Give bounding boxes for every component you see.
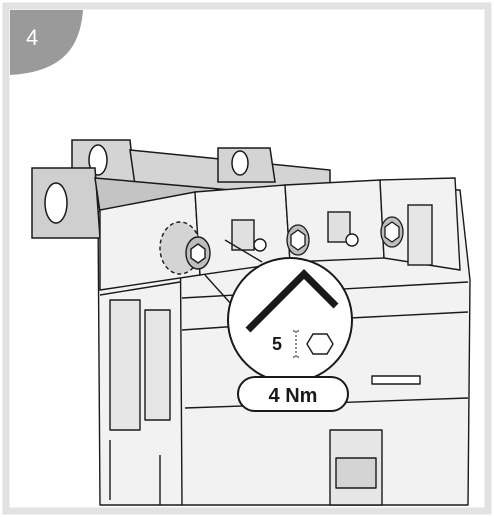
- terminal-screw-3: [380, 216, 404, 248]
- target-screw: [159, 221, 211, 275]
- step-number: 4: [26, 25, 38, 50]
- hex-socket-icon: [190, 243, 206, 264]
- torque-value: 4 Nm: [269, 385, 318, 407]
- step-badge: [10, 10, 83, 75]
- callout-line: [204, 239, 263, 306]
- hex-key-size: 5: [272, 334, 282, 354]
- dimension-marker: [293, 330, 299, 358]
- hex-size-icon: [306, 333, 334, 355]
- zoom-callout: 5: [227, 257, 353, 383]
- terminal-screw-2: [286, 224, 310, 256]
- hex-key-icon: [245, 269, 339, 333]
- torque-label: 4 Nm: [237, 376, 349, 412]
